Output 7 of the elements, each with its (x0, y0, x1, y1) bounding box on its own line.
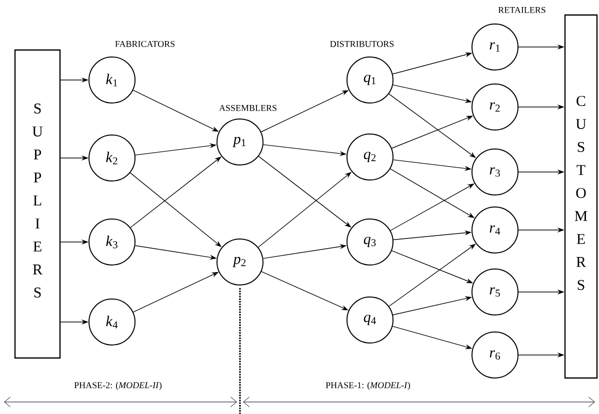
stage-box: CUSTOMERS (564, 14, 598, 379)
stage-label: DISTRIBUTORS (330, 40, 394, 48)
stage-label: FABRICATORS (115, 40, 175, 48)
stage-label: PHASE-1: (MODEL-I) (326, 382, 410, 390)
stage-label: PHASE-2: (MODEL-II) (74, 382, 162, 390)
stage-label: RETAILERS (498, 6, 546, 14)
stage-box: SUPPLIERS (14, 49, 61, 359)
